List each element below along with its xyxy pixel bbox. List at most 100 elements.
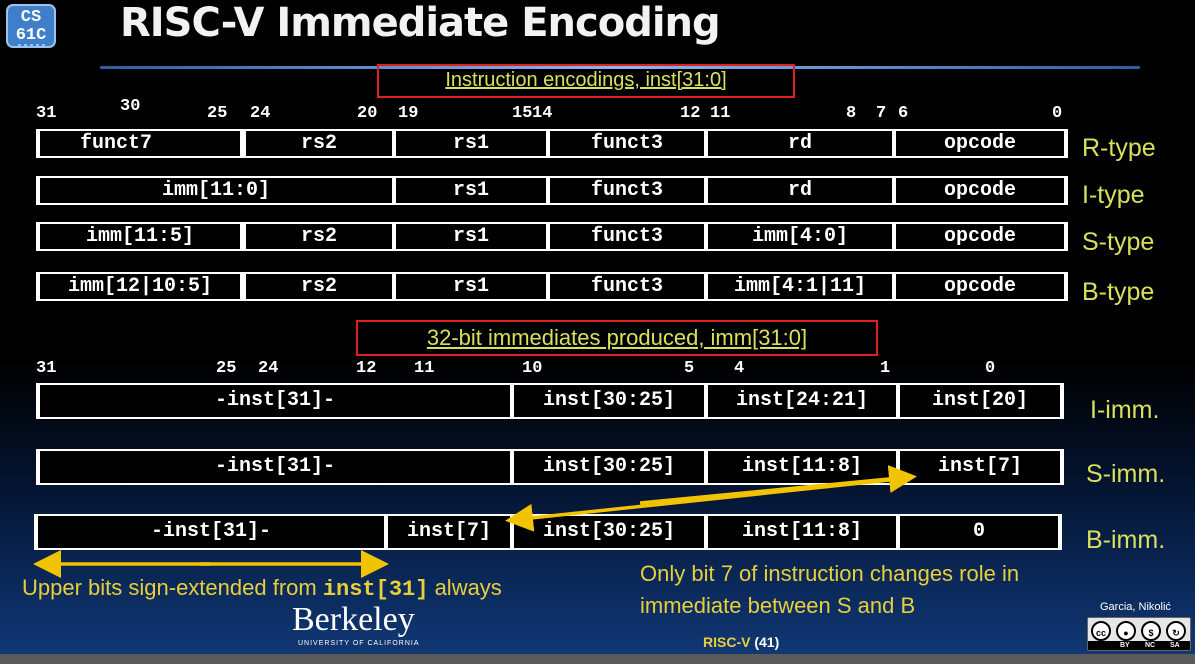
field-opcode: opcode xyxy=(896,131,1064,156)
field-rs2: rs2 xyxy=(246,131,392,156)
encodings-subtitle: Instruction encodings, inst[31:0] xyxy=(377,67,795,94)
field-rs1: rs1 xyxy=(396,224,546,249)
enc-bit-11: 11 xyxy=(710,104,731,123)
enc-bit-30: 30 xyxy=(120,97,141,116)
bit7-note-line2: immediate between S and B xyxy=(640,593,916,618)
field-funct7: funct7 xyxy=(40,131,240,156)
enc-bit-0: 0 xyxy=(1052,104,1063,123)
enc-bit-14: 14 xyxy=(532,104,553,123)
logo-text-line1: CS xyxy=(20,8,42,27)
field-inst-11-8: inst[11:8] xyxy=(708,516,896,548)
row-label-b-imm: B-imm. xyxy=(1086,526,1166,554)
imm-bit-24: 24 xyxy=(258,359,279,378)
encodings-subtitle-box xyxy=(377,64,795,98)
field-imm-11-5: imm[11:5] xyxy=(40,224,240,249)
berkeley-logo-sub: UNIVERSITY OF CALIFORNIA xyxy=(298,640,420,647)
field-inst-20: inst[20] xyxy=(900,385,1060,417)
enc-bit-25: 25 xyxy=(207,104,228,123)
field-sign-ext: -inst[31]- xyxy=(40,451,510,483)
field-funct3: funct3 xyxy=(550,178,704,203)
imm-bit-12: 12 xyxy=(356,359,377,378)
i-type-row: imm[11:0] rs1 funct3 rd opcode xyxy=(36,176,1068,205)
enc-bit-31: 31 xyxy=(36,104,57,123)
immediates-subtitle: 32-bit immediates produced, imm[31:0] xyxy=(356,322,878,353)
field-rs1: rs1 xyxy=(396,178,546,203)
immediates-subtitle-text: 32-bit immediates produced, imm[31:0] xyxy=(426,325,808,350)
sign-extend-note: Upper bits sign-extended from inst[31] a… xyxy=(22,575,502,603)
imm-bit-0: 0 xyxy=(985,359,996,378)
field-rs1: rs1 xyxy=(396,274,546,299)
footer-page-number: (41) xyxy=(754,634,780,650)
field-imm-12-10-5: imm[12|10:5] xyxy=(40,274,240,299)
bit7-move-arrow-back xyxy=(639,465,917,505)
s-type-row: imm[11:5] rs2 rs1 funct3 imm[4:0] opcode xyxy=(36,222,1068,251)
chip-pins-icon xyxy=(18,44,48,48)
cc-icon: cc xyxy=(1091,621,1111,641)
b-type-row: imm[12|10:5] rs2 rs1 funct3 imm[4:1|11] … xyxy=(36,272,1068,301)
field-inst-24-21: inst[24:21] xyxy=(708,385,896,417)
license-by: BY xyxy=(1120,642,1130,649)
enc-bit-15: 15 xyxy=(512,104,533,123)
row-label-b-type: B-type xyxy=(1082,278,1155,306)
field-rs2: rs2 xyxy=(246,274,392,299)
field-imm-4-1-11: imm[4:1|11] xyxy=(708,274,892,299)
cc-license-badge: cc ● $ ↻ BY NC SA xyxy=(1087,617,1191,651)
field-zero: 0 xyxy=(900,516,1058,548)
immediates-subtitle-box xyxy=(356,320,878,356)
bit7-note-line1: Only bit 7 of instruction changes role i… xyxy=(640,561,1020,586)
berkeley-logo: Berkeley xyxy=(292,601,415,638)
field-rs1: rs1 xyxy=(396,131,546,156)
field-inst-30-25: inst[30:25] xyxy=(514,385,704,417)
field-funct3: funct3 xyxy=(550,224,704,249)
enc-bit-24: 24 xyxy=(250,104,271,123)
b-imm-row: -inst[31]- inst[7] inst[30:25] inst[11:8… xyxy=(34,514,1062,550)
sa-icon: ↻ xyxy=(1166,621,1186,641)
field-rs2: rs2 xyxy=(246,224,392,249)
footer-authors: Garcia, Nikolić xyxy=(1100,601,1171,613)
field-imm-11-0: imm[11:0] xyxy=(40,178,392,203)
license-nc: NC xyxy=(1145,642,1156,649)
imm-bit-1: 1 xyxy=(880,359,891,378)
enc-bit-12: 12 xyxy=(680,104,701,123)
enc-bit-7: 7 xyxy=(876,104,887,123)
field-inst-30-25: inst[30:25] xyxy=(514,451,704,483)
by-icon: ● xyxy=(1116,621,1136,641)
enc-bit-6: 6 xyxy=(898,104,909,123)
enc-bit-19: 19 xyxy=(398,104,419,123)
field-opcode: opcode xyxy=(896,224,1064,249)
imm-bit-11: 11 xyxy=(414,359,435,378)
field-rd: rd xyxy=(708,178,892,203)
imm-bit-4: 4 xyxy=(734,359,745,378)
imm-bit-31: 31 xyxy=(36,359,57,378)
row-label-s-type: S-type xyxy=(1082,228,1155,256)
field-imm-4-0: imm[4:0] xyxy=(708,224,892,249)
field-sign-ext: -inst[31]- xyxy=(40,385,510,417)
field-rd: rd xyxy=(708,131,892,156)
enc-bit-20: 20 xyxy=(357,104,378,123)
license-sa: SA xyxy=(1170,642,1180,649)
imm-bit-5: 5 xyxy=(684,359,695,378)
field-inst-7: inst[7] xyxy=(388,516,510,548)
bottom-bar xyxy=(0,654,1195,664)
field-inst-30-25: inst[30:25] xyxy=(514,516,704,548)
s-imm-row: -inst[31]- inst[30:25] inst[11:8] inst[7… xyxy=(36,449,1064,485)
title-divider xyxy=(100,66,1140,69)
field-inst-11-8: inst[11:8] xyxy=(708,451,896,483)
r-type-row: funct7 rs2 rs1 funct3 rd opcode xyxy=(36,129,1068,158)
footer-topic: RISC-V xyxy=(703,634,751,650)
field-funct3: funct3 xyxy=(550,274,704,299)
enc-bit-8: 8 xyxy=(846,104,857,123)
field-inst-7: inst[7] xyxy=(900,451,1060,483)
field-opcode: opcode xyxy=(896,178,1064,203)
row-label-r-type: R-type xyxy=(1082,134,1156,162)
field-funct3: funct3 xyxy=(550,131,704,156)
slide-title: RISC-V Immediate Encoding xyxy=(120,0,721,46)
cs61c-logo: CS 61C xyxy=(6,4,56,48)
row-label-s-imm: S-imm. xyxy=(1086,460,1166,488)
imm-bit-25: 25 xyxy=(216,359,237,378)
sign-extend-note-prefix: Upper bits sign-extended from xyxy=(22,575,323,600)
row-label-i-type: I-type xyxy=(1082,181,1145,209)
footer-slide-ref: RISC-V (41) xyxy=(703,634,779,650)
sign-extend-note-code: inst[31] xyxy=(322,577,429,602)
